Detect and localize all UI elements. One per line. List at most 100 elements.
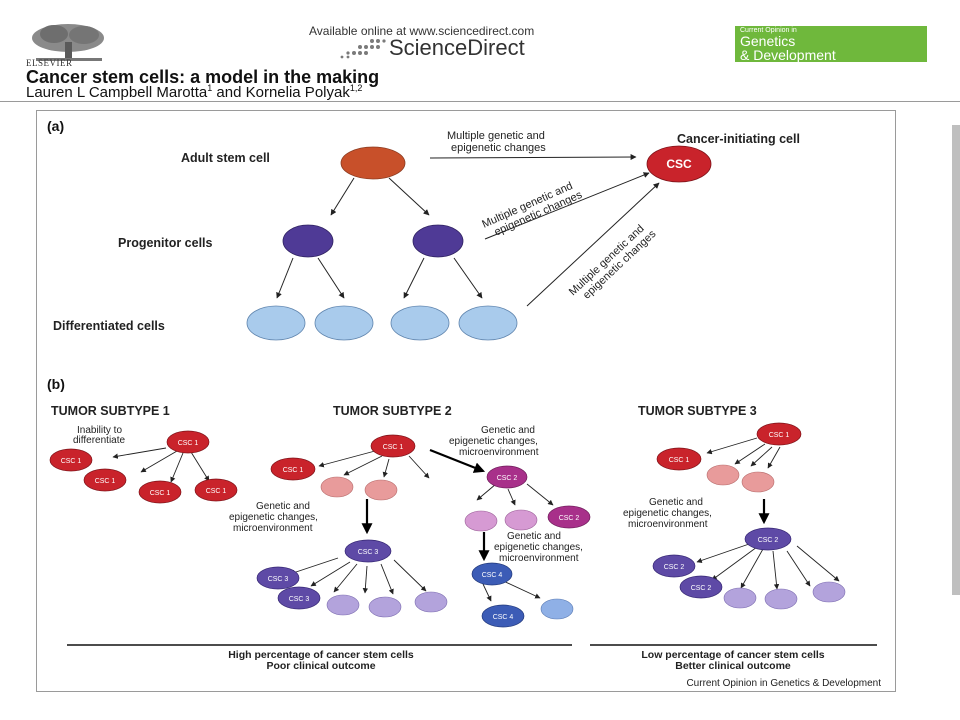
csc1-cell: [194, 478, 238, 502]
csc1-label: CSC 1: [383, 444, 404, 451]
tumor-subtype-2-title: TUMOR SUBTYPE 2: [333, 404, 452, 418]
csc1-label: CSC 1: [206, 488, 227, 495]
csc1-label: CSC 1: [769, 432, 790, 439]
changes-label-2: Multiple genetic and epigenetic changes: [480, 180, 584, 238]
author-1-affiliation: 1: [207, 83, 213, 93]
csc1-label: CSC 1: [150, 490, 171, 497]
csc1-cell: [83, 468, 127, 492]
csc3-cell: [256, 566, 300, 590]
csc1-label: CSC 1: [283, 467, 304, 474]
differentiated-magenta-cell: [464, 510, 498, 532]
differentiated-cells-label: Differentiated cells: [53, 319, 165, 333]
csc1-cell: [656, 447, 702, 471]
sciencedirect-wordmark: ScienceDirect: [389, 35, 525, 60]
subtype-2-arrows: [289, 450, 554, 602]
sciencedirect-dots-icon: [340, 39, 386, 59]
right-edge-bar: [952, 125, 960, 595]
gec-label-2c: microenvironment: [233, 523, 313, 534]
differentiated-purple-cell: [812, 581, 846, 603]
differentiated-purple-cell: [764, 588, 798, 610]
csc1-label: CSC 1: [95, 478, 116, 485]
progenitor-cells-label: Progenitor cells: [118, 236, 213, 250]
csc2-purple-cell: [679, 575, 723, 599]
csc1-cell: [138, 480, 182, 504]
differentiated-cell: [458, 305, 518, 341]
author-2: Kornelia Polyak: [245, 84, 350, 101]
adult-stem-cell: [340, 146, 406, 180]
gec-label-3c: microenvironment: [499, 553, 579, 564]
journal-badge-line2: & Development: [740, 47, 836, 63]
csc-cell: [646, 145, 712, 183]
differentiated-pink-cell: [364, 479, 398, 501]
changes-label-3: Multiple genetic and epigenetic changes: [567, 223, 659, 302]
poor-outcome-label: Poor clinical outcome: [266, 660, 375, 672]
subtype-1-arrows: [112, 447, 210, 483]
figure-panel: (a) Adult stem cell Progenitor cells Dif…: [36, 110, 896, 692]
inability-label-1: Inability to: [77, 425, 122, 436]
gec-label-2a: Genetic and: [256, 501, 310, 512]
panel-a-label: (a): [47, 118, 64, 134]
progenitor-cell: [412, 224, 464, 258]
authors-conjunction: and: [212, 84, 246, 101]
csc2-label: CSC 2: [664, 564, 685, 571]
transformation-arrows: [429, 154, 660, 307]
differentiated-purple-cell: [326, 594, 360, 616]
csc4-label: CSC 4: [482, 572, 503, 579]
csc2-cell: [547, 505, 591, 529]
gec-label-3a: Genetic and: [507, 531, 561, 542]
csc2-label: CSC 2: [758, 537, 779, 544]
gec-label-4c: microenvironment: [628, 519, 708, 530]
article-header: ELSEVIER Available online at www.science…: [0, 0, 960, 101]
subtype-3-arrows: [696, 437, 840, 590]
csc2-label: CSC 2: [497, 475, 518, 482]
cancer-stem-cell-diagram: (a) Adult stem cell Progenitor cells Dif…: [47, 118, 881, 689]
csc1-label: CSC 1: [61, 458, 82, 465]
csc3-label: CSC 3: [358, 549, 379, 556]
csc3-cell: [344, 539, 392, 563]
figure-credit: Current Opinion in Genetics & Developmen…: [686, 678, 881, 689]
csc2-purple-cell: [744, 527, 792, 551]
adult-stem-cell-label: Adult stem cell: [181, 151, 270, 165]
csc2-purple-cell: [652, 554, 696, 578]
changes-label-3a: Multiple genetic and: [567, 223, 647, 299]
gec-label-1a: Genetic and: [481, 425, 535, 436]
differentiated-magenta-cell: [504, 509, 538, 531]
csc3-label: CSC 3: [289, 596, 310, 603]
journal-badge: Current Opinion in Genetics & Developmen…: [735, 26, 927, 62]
tumor-subtype-3-title: TUMOR SUBTYPE 3: [638, 404, 757, 418]
differentiated-cell: [246, 305, 306, 341]
header-divider: [0, 101, 960, 102]
article-title: Cancer stem cells: a model in the making: [26, 67, 380, 87]
author-1: Lauren L Campbell Marotta: [26, 84, 208, 101]
differentiated-purple-cell: [414, 591, 448, 613]
article-authors: Lauren L Campbell Marotta1 and Kornelia …: [26, 83, 362, 101]
gec-label-1b: epigenetic changes,: [449, 436, 538, 447]
differentiated-pink-cell: [706, 464, 740, 486]
journal-badge-line1: Genetics: [740, 33, 796, 49]
better-outcome-label: Better clinical outcome: [675, 660, 791, 672]
csc4-label: CSC 4: [493, 614, 514, 621]
csc1-cell: [370, 434, 416, 458]
available-online-text: Available online at www.sciencedirect.co…: [309, 24, 535, 38]
gec-label-2b: epigenetic changes,: [229, 512, 318, 523]
csc1-cell: [756, 422, 802, 446]
csc1-cell: [270, 457, 316, 481]
differentiated-purple-cell: [368, 596, 402, 618]
author-2-affiliation: 1,2: [349, 83, 363, 93]
csc4-cell: [481, 604, 525, 628]
differentiated-pink-cell: [741, 471, 775, 493]
gec-label-4a: Genetic and: [649, 497, 703, 508]
differentiated-blue-cell: [540, 598, 574, 620]
panel-b-label: (b): [47, 376, 65, 392]
csc4-cell: [471, 562, 513, 586]
differentiated-pink-cell: [320, 476, 354, 498]
csc1-label: CSC 1: [178, 440, 199, 447]
elsevier-tree-logo-icon: [26, 22, 112, 64]
csc1-cell: [49, 448, 93, 472]
low-percentage-label: Low percentage of cancer stem cells: [641, 649, 824, 661]
csc3-label: CSC 3: [268, 576, 289, 583]
inability-label-2: differentiate: [73, 435, 126, 446]
publisher-label: ELSEVIER: [26, 58, 73, 68]
changes-label-1a: Multiple genetic and: [447, 130, 545, 142]
differentiated-cell: [390, 305, 450, 341]
